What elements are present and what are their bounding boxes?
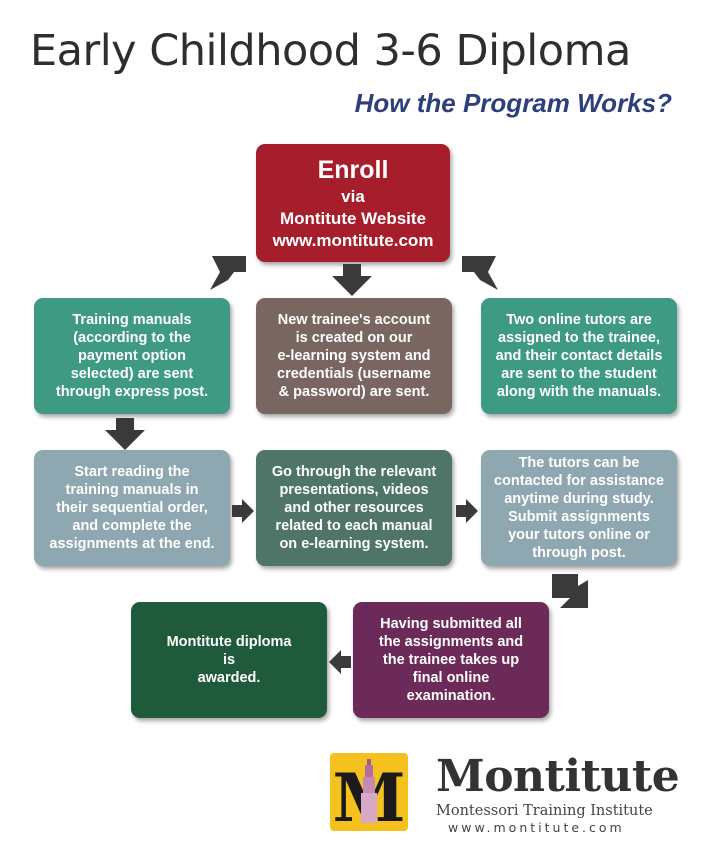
step-diploma-box: Montitute diploma is awarded. — [131, 602, 327, 718]
step-line: the assignments and — [378, 634, 524, 650]
step-line: are sent to the student — [501, 366, 657, 382]
step-line: assignments at the end. — [49, 536, 215, 552]
step-line: payment option — [78, 348, 186, 364]
step-line: is — [222, 652, 236, 668]
brand-logo: M — [330, 753, 408, 837]
arrow-down-right-icon — [552, 574, 588, 608]
arrow-down-icon — [332, 264, 372, 296]
brand-name: Montitute — [436, 751, 680, 802]
step-line: New trainee's account — [277, 312, 431, 328]
arrow-left-icon — [329, 650, 351, 674]
enroll-heading: Enroll — [317, 156, 389, 184]
step-line: and other resources — [284, 500, 424, 516]
step-line: credentials (username — [277, 366, 431, 382]
step-line: training manuals in — [65, 482, 199, 498]
step-line: through post. — [532, 545, 626, 561]
page-subtitle: How the Program Works? — [354, 88, 672, 118]
step-tutors-box: Two online tutors are assigned to the tr… — [481, 298, 677, 414]
step-line: Montitute diploma — [166, 634, 292, 650]
step-line: & password) are sent. — [278, 384, 430, 400]
enroll-box: Enroll via Montitute Website www.montitu… — [256, 144, 450, 262]
step-line: Two online tutors are — [506, 312, 652, 328]
step-line: your tutors online or — [508, 527, 650, 543]
step-exam-box: Having submitted all the assignments and… — [353, 602, 549, 718]
step-line: Start reading the — [74, 464, 190, 480]
step-manuals-box: Training manuals (according to the payme… — [34, 298, 230, 414]
step-line: Go through the relevant — [271, 464, 437, 480]
step-line: awarded. — [197, 670, 261, 686]
arrow-down-left-icon — [210, 256, 246, 290]
step-line: Training manuals — [72, 312, 192, 328]
step-reading-box: Start reading the training manuals in th… — [34, 450, 230, 566]
step-line: (according to the — [73, 330, 191, 346]
step-line: on e-learning system. — [279, 536, 429, 552]
arrow-down-icon — [105, 418, 145, 450]
step-line: Having submitted all — [380, 616, 522, 632]
step-line: The tutors can be — [518, 455, 640, 471]
step-line: final online — [412, 670, 490, 686]
step-line: assigned to the trainee, — [498, 330, 660, 346]
arrow-right-icon — [456, 499, 478, 523]
step-line: selected) are sent — [70, 366, 194, 382]
step-line: related to each manual — [275, 518, 433, 534]
step-line: and their contact details — [495, 348, 663, 364]
step-line: their sequential order, — [56, 500, 208, 516]
brand-tagline: Montessori Training Institute — [436, 803, 653, 819]
step-presentations-box: Go through the relevant presentations, v… — [256, 450, 452, 566]
enroll-line: www.montitute.com — [272, 231, 434, 250]
step-line: Submit assignments — [508, 509, 650, 525]
tower-logo-icon: M — [332, 759, 406, 837]
step-line: presentations, videos — [279, 482, 429, 498]
step-line: and complete the — [72, 518, 192, 534]
step-line: anytime during study. — [504, 491, 654, 507]
step-line: e-learning system and — [277, 348, 431, 364]
page-title: Early Childhood 3-6 Diploma — [30, 26, 631, 76]
step-line: through express post. — [55, 384, 209, 400]
step-line: contacted for assistance — [493, 473, 665, 489]
step-assistance-box: The tutors can be contacted for assistan… — [481, 450, 677, 566]
enroll-line: Montitute Website — [279, 209, 427, 228]
brand-url: www.montitute.com — [448, 820, 625, 835]
step-line: along with the manuals. — [496, 384, 662, 400]
enroll-line: via — [341, 187, 365, 206]
arrow-right-icon — [232, 499, 254, 523]
arrow-down-right-icon — [462, 256, 498, 290]
step-line: the trainee takes up — [382, 652, 520, 668]
step-account-box: New trainee's account is created on our … — [256, 298, 452, 414]
step-line: is created on our — [295, 330, 413, 346]
step-line: examination. — [406, 688, 496, 704]
